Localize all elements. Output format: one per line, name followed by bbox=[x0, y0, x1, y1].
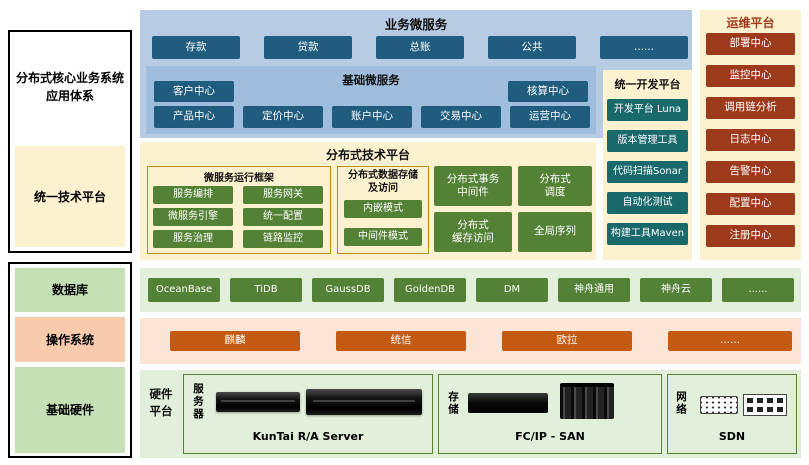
server-image-2 bbox=[306, 389, 422, 415]
ops-center-box: 注册中心 bbox=[706, 225, 795, 247]
ops-center-box: 日志中心 bbox=[706, 129, 795, 151]
server-group-frame bbox=[183, 374, 433, 454]
database-label: 数据库 bbox=[15, 268, 125, 312]
service-box: 贷款 bbox=[264, 36, 352, 59]
storage-image-1 bbox=[468, 393, 548, 413]
framework-item-box: 链路监控 bbox=[243, 230, 323, 248]
base-hardware-label: 基础硬件 bbox=[15, 367, 125, 453]
dev-platform-title: 统一开发平台 bbox=[614, 78, 681, 91]
service-box: 总账 bbox=[376, 36, 464, 59]
service-box: 公共 bbox=[488, 36, 576, 59]
network-dots-icon bbox=[700, 396, 738, 414]
dev-tool-box: 代码扫描Sonar bbox=[607, 161, 688, 183]
database-box: TiDB bbox=[230, 278, 302, 302]
network-caption: SDN bbox=[718, 430, 746, 443]
microservice-framework-frame bbox=[147, 166, 331, 254]
server-image-1 bbox=[216, 392, 300, 412]
microservice-framework-title: 微服务运行框架 bbox=[204, 173, 274, 184]
storage-mode-box: 中间件模式 bbox=[344, 228, 422, 246]
ops-center-box: 调用链分析 bbox=[706, 97, 795, 119]
database-box: OceanBase bbox=[148, 278, 220, 302]
database-box: DM bbox=[476, 278, 548, 302]
dev-tool-box: 版本管理工具 bbox=[607, 130, 688, 152]
data-storage-access-frame bbox=[337, 166, 429, 254]
data-storage-access-title: 分布式数据存储 及访问 bbox=[348, 170, 418, 194]
basic-service-box: 账户中心 bbox=[332, 106, 412, 128]
service-box: 存款 bbox=[152, 36, 240, 59]
network-group-frame bbox=[667, 374, 797, 454]
basic-microservices-title: 基础微服务 bbox=[342, 73, 400, 87]
tech-platform-title: 分布式技术平台 bbox=[325, 148, 410, 162]
basic-service-box: 交易中心 bbox=[421, 106, 501, 128]
database-box: 神舟云 bbox=[640, 278, 712, 302]
storage-group-label: 存储 bbox=[447, 391, 459, 416]
ops-center-box: 部署中心 bbox=[706, 33, 795, 55]
os-box: 统信 bbox=[336, 331, 466, 351]
basic-service-box: 产品中心 bbox=[154, 106, 234, 128]
ops-platform-title: 运维平台 bbox=[726, 16, 775, 30]
left-bottom-frame bbox=[8, 262, 132, 458]
storage-image-2 bbox=[560, 383, 614, 419]
framework-item-box: 服务网关 bbox=[243, 186, 323, 204]
os-label: 操作系统 bbox=[15, 317, 125, 362]
hardware-row-bg bbox=[140, 370, 801, 458]
left-top-frame bbox=[8, 30, 132, 253]
tech-block-box: 分布式 缓存访问 bbox=[434, 212, 512, 252]
framework-item-box: 微服务引擎 bbox=[153, 208, 233, 226]
server-caption: KunTai R/A Server bbox=[252, 430, 364, 443]
database-box: 神舟通用 bbox=[558, 278, 630, 302]
dev-tool-box: 开发平台 Luna bbox=[607, 99, 688, 121]
basic-service-box: 运营中心 bbox=[510, 106, 590, 128]
storage-caption: FC/IP - SAN bbox=[515, 430, 585, 443]
network-group-label: 网络 bbox=[675, 391, 687, 416]
service-box: ...... bbox=[600, 36, 688, 59]
tech-block-box: 分布式事务 中间件 bbox=[434, 166, 512, 206]
unified-tech-label: 统一技术平台 bbox=[15, 146, 125, 247]
server-group-label: 服务器 bbox=[192, 383, 204, 421]
framework-item-box: 服务编排 bbox=[153, 186, 233, 204]
tech-block-box: 分布式 调度 bbox=[518, 166, 592, 206]
dev-tool-box: 自动化测试 bbox=[607, 192, 688, 214]
framework-item-box: 服务治理 bbox=[153, 230, 233, 248]
os-box: 麒麟 bbox=[170, 331, 300, 351]
basic-service-box: 客户中心 bbox=[154, 81, 234, 102]
app-system-label: 分布式核心业务系统 应用体系 bbox=[15, 71, 124, 103]
network-ports-icon bbox=[743, 394, 787, 416]
basic-service-box: 定价中心 bbox=[243, 106, 323, 128]
framework-item-box: 统一配置 bbox=[243, 208, 323, 226]
basic-service-box: 核算中心 bbox=[508, 81, 588, 102]
tech-block-box: 全局序列 bbox=[518, 212, 592, 252]
hardware-platform-label: 硬件 平台 bbox=[149, 387, 173, 419]
dev-tool-box: 构建工具Maven bbox=[607, 223, 688, 245]
os-box: 欧拉 bbox=[502, 331, 632, 351]
database-box: GaussDB bbox=[312, 278, 384, 302]
ops-center-box: 告警中心 bbox=[706, 161, 795, 183]
os-box: ...... bbox=[668, 331, 792, 351]
database-box: ...... bbox=[722, 278, 794, 302]
ops-center-box: 监控中心 bbox=[706, 65, 795, 87]
database-box: GoldenDB bbox=[394, 278, 466, 302]
business-title: 业务微服务 bbox=[384, 17, 448, 32]
storage-mode-box: 内嵌模式 bbox=[344, 200, 422, 218]
storage-group-frame bbox=[438, 374, 662, 454]
ops-center-box: 配置中心 bbox=[706, 193, 795, 215]
